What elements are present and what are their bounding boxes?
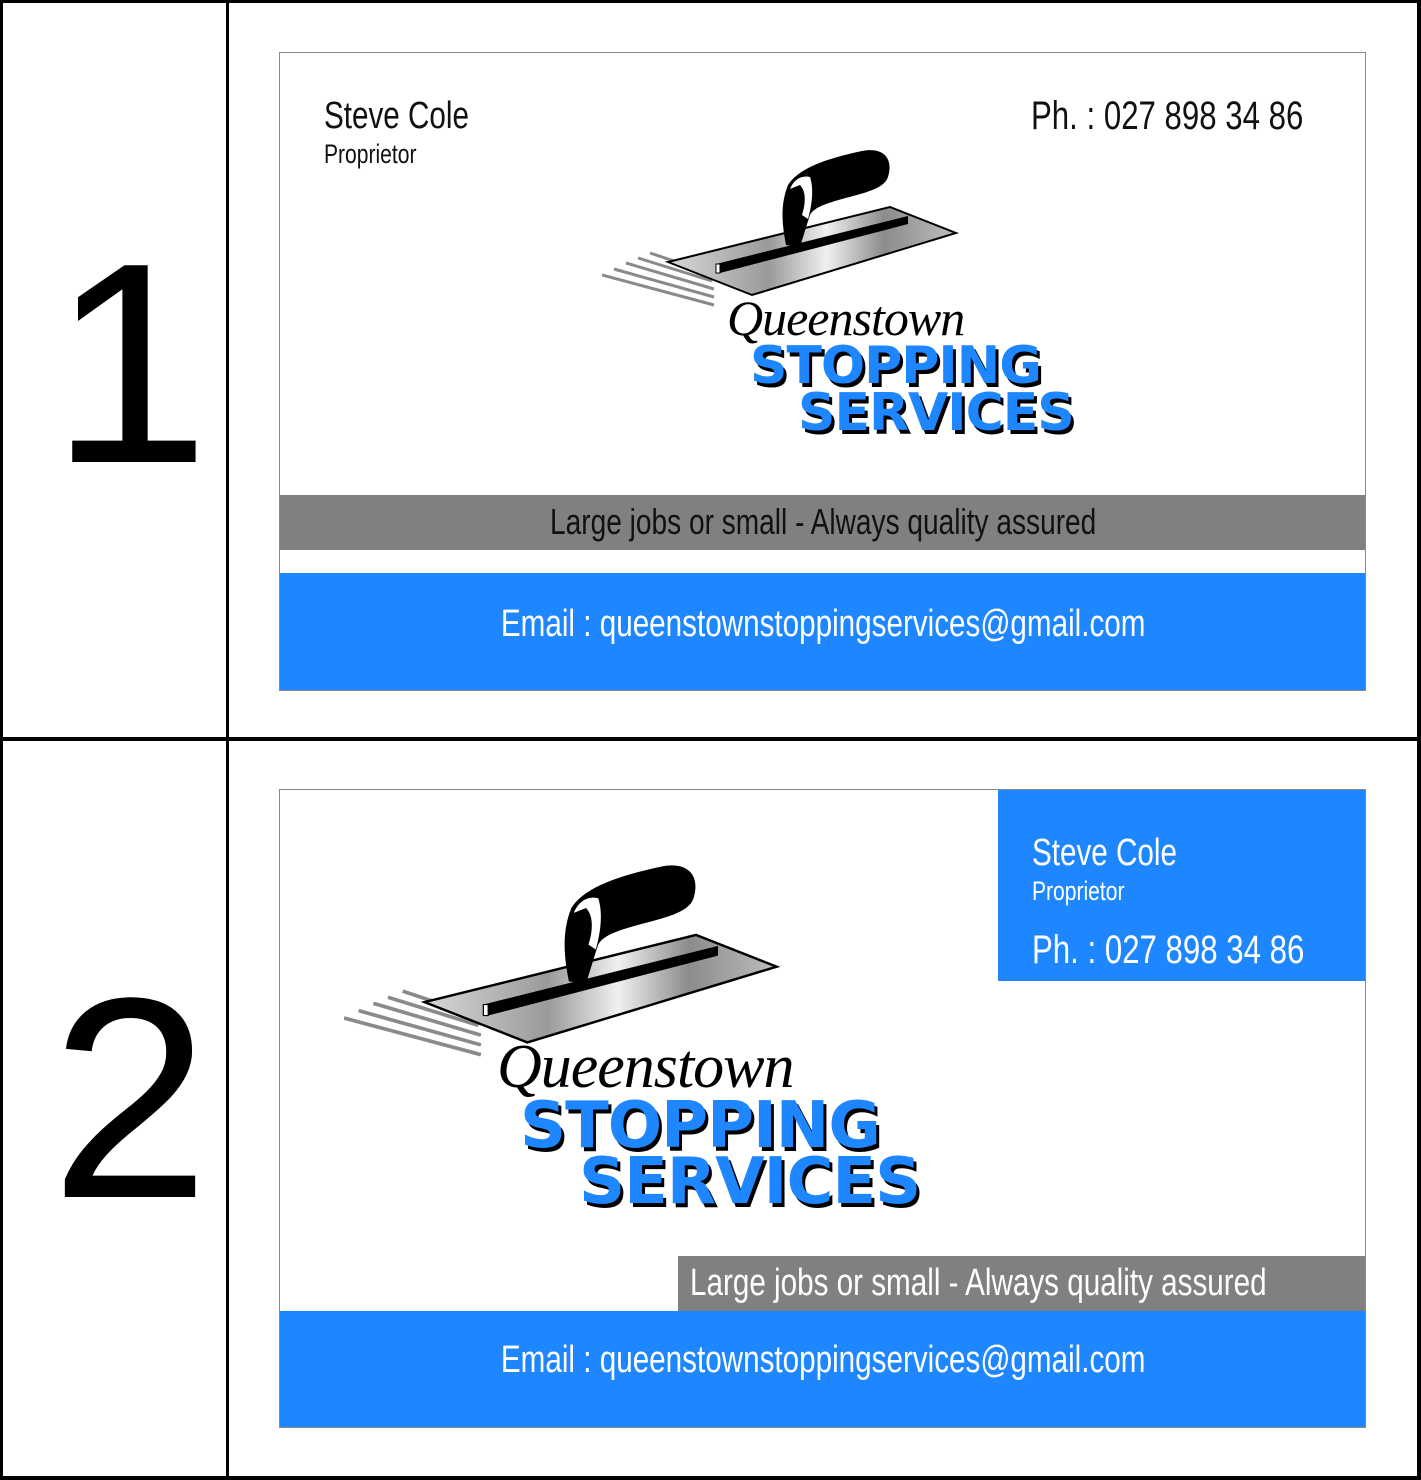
email-text[interactable]: Email : queenstownstoppingservices@gmail… — [501, 603, 1146, 645]
contact-panel: Steve Cole Proprietor Ph. : 027 898 34 8… — [998, 790, 1365, 981]
business-card-option-1[interactable]: Steve Cole Proprietor Ph. : 027 898 34 8… — [279, 52, 1366, 691]
contact-phone: Ph. : 027 898 34 86 — [1032, 928, 1305, 972]
contact-role: Proprietor — [324, 139, 417, 169]
tagline-text: Large jobs or small - Always quality ass… — [690, 1262, 1267, 1304]
logo-script-queenstown: Queenstown — [727, 290, 965, 346]
email-band: Email : queenstownstoppingservices@gmail… — [280, 573, 1365, 690]
logo-services: SERVICES — [798, 383, 1075, 443]
contact-name: Steve Cole — [1032, 832, 1177, 874]
trowel-icon — [344, 865, 781, 1057]
option-number-2: 2 — [50, 938, 210, 1258]
company-logo: Queenstown STOPPING SERVICES — [602, 145, 1075, 445]
contact-role: Proprietor — [1032, 876, 1125, 906]
logo-stopping: STOPPING — [750, 336, 1042, 396]
logo-script-queenstown: Queenstown — [497, 1033, 795, 1101]
email-text[interactable]: Email : queenstownstoppingservices@gmail… — [501, 1339, 1146, 1381]
company-logo: Queenstown STOPPING SERVICES — [344, 858, 921, 1218]
business-card-option-2[interactable]: Steve Cole Proprietor Ph. : 027 898 34 8… — [279, 789, 1366, 1428]
trowel-icon — [602, 150, 960, 307]
tagline-text: Large jobs or small - Always quality ass… — [550, 501, 1097, 542]
contact-name: Steve Cole — [324, 95, 469, 137]
logo-services: SERVICES — [579, 1145, 921, 1219]
tagline-band: Large jobs or small - Always quality ass… — [280, 495, 1365, 550]
logo-stopping: STOPPING — [520, 1089, 881, 1163]
row-divider — [0, 737, 1421, 741]
option-number-1: 1 — [50, 203, 210, 523]
tagline-band: Large jobs or small - Always quality ass… — [678, 1256, 1365, 1311]
email-band: Email : queenstownstoppingservices@gmail… — [280, 1311, 1365, 1427]
contact-phone: Ph. : 027 898 34 86 — [1031, 94, 1304, 138]
